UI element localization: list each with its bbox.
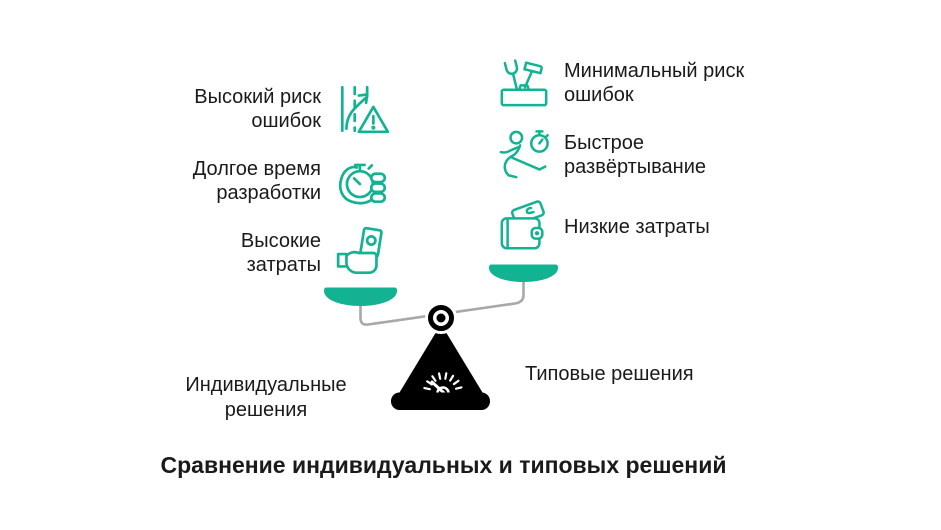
scale-right-pan: [489, 264, 558, 282]
risk-road-warning-icon: [334, 80, 392, 138]
right-item-low-costs: Низкие затраты: [497, 198, 827, 256]
scale-base: [391, 392, 490, 410]
left-item-high-costs: Высокие затраты: [60, 222, 392, 284]
right-item-low-costs-label: Низкие затраты: [564, 216, 710, 238]
scale-left-pan: [324, 287, 397, 306]
scale-pivot: [425, 302, 457, 334]
infographic-title: Сравнение индивидуальных и типовых решен…: [160, 452, 727, 478]
scale-body: [398, 324, 484, 395]
right-item-fast-deployment: Быстрое развёртывание: [497, 126, 827, 184]
wallet-money-icon: [497, 200, 551, 254]
stopwatch-in-hand-icon: [334, 152, 392, 210]
left-item-high-error-risk: Высокий риск ошибок: [60, 76, 392, 142]
left-item-high-costs-label: Высокие затраты: [240, 230, 321, 276]
left-side-label: Индивидуальные решения: [185, 374, 347, 421]
left-item-long-development: Долгое время разработки: [60, 148, 392, 214]
right-item-minimal-error-risk: Минимальный риск ошибок: [497, 54, 827, 112]
right-item-minimal-error-risk-label: Минимальный риск ошибок: [564, 60, 745, 106]
right-item-fast-deployment-label: Быстрое развёртывание: [564, 132, 707, 178]
left-item-long-development-label: Долгое время разработки: [192, 158, 321, 204]
left-item-high-error-risk-label: Высокий риск ошибок: [194, 86, 321, 132]
money-in-hand-icon: [334, 224, 392, 282]
running-person-stopwatch-icon: [497, 128, 551, 182]
right-side-label: Типовые решения: [525, 363, 694, 385]
toolbox-icon: [497, 56, 551, 110]
